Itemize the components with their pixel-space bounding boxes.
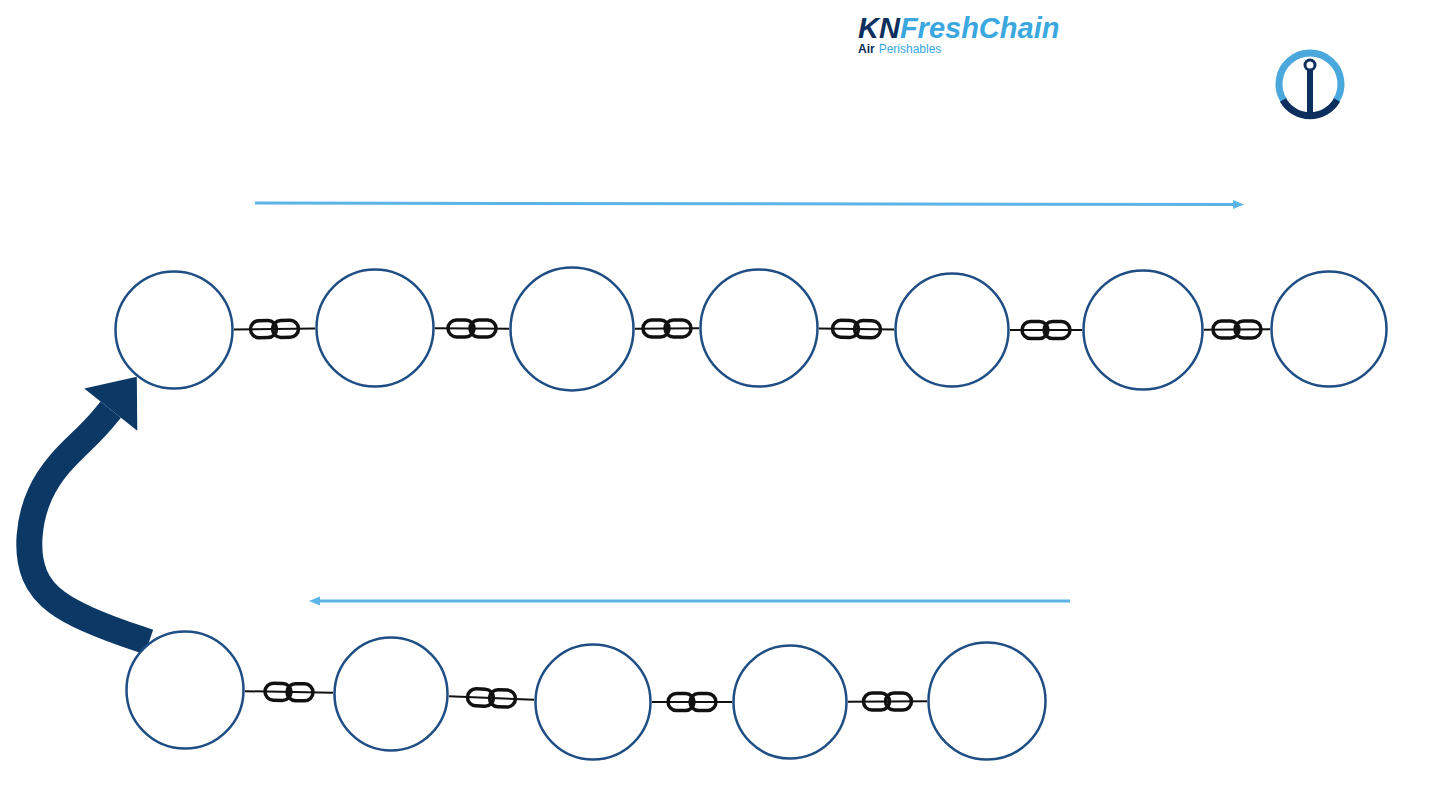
circle-outline bbox=[699, 268, 819, 388]
chain-ring bbox=[287, 683, 313, 701]
chain-ring bbox=[470, 320, 496, 337]
chain-icon bbox=[467, 689, 516, 708]
circle-shape bbox=[317, 270, 434, 387]
circle-shape bbox=[896, 274, 1009, 387]
connector-line bbox=[435, 327, 509, 329]
chain-circle bbox=[534, 643, 652, 761]
chain-ring bbox=[1235, 321, 1261, 338]
connector-line bbox=[652, 701, 732, 703]
chain-icon bbox=[1213, 321, 1261, 338]
connector-line bbox=[449, 696, 534, 699]
brand-name: FreshChain bbox=[900, 13, 1060, 45]
circle-shape bbox=[536, 645, 651, 760]
circle-shape bbox=[335, 638, 448, 751]
circle-shape bbox=[511, 268, 634, 391]
chain-ring bbox=[885, 693, 911, 710]
chain-link bbox=[652, 694, 732, 711]
chain-icon bbox=[1022, 322, 1070, 339]
circle-outline bbox=[534, 643, 652, 761]
chain-circle bbox=[509, 266, 635, 392]
chain-circle bbox=[1082, 269, 1204, 391]
brand-logo: KNFreshChainAirPerishables bbox=[858, 13, 1059, 56]
circle-outline bbox=[509, 266, 635, 392]
chain-link bbox=[635, 320, 699, 337]
chain-link bbox=[435, 320, 509, 337]
chain-link bbox=[234, 320, 315, 337]
chain-icon bbox=[643, 320, 691, 337]
brand-subtitle: Perishables bbox=[879, 43, 942, 56]
chain-link bbox=[819, 320, 894, 337]
chain-circle bbox=[894, 272, 1010, 388]
chain-ring bbox=[272, 320, 298, 337]
circle-outline bbox=[333, 636, 449, 752]
anchor-logo bbox=[1279, 53, 1341, 116]
chain-circle bbox=[114, 270, 234, 390]
chain-ring bbox=[1044, 322, 1070, 339]
chain-icon bbox=[832, 320, 880, 337]
circle-shape bbox=[1272, 272, 1387, 387]
logo-row: KNFreshChain bbox=[858, 13, 1059, 45]
connector-line bbox=[819, 328, 894, 331]
chain-icon bbox=[265, 683, 313, 701]
chain-icon bbox=[448, 320, 496, 337]
circle-outline bbox=[1082, 269, 1204, 391]
chain-circle bbox=[927, 641, 1047, 761]
chain-circle bbox=[732, 644, 848, 760]
circle-shape bbox=[116, 272, 233, 389]
arrow-head bbox=[84, 377, 137, 431]
circle-outline bbox=[1270, 270, 1388, 388]
logo-row: Air Perishables bbox=[858, 43, 1059, 56]
chain-circle bbox=[333, 636, 449, 752]
flow-arrow-top bbox=[255, 200, 1244, 209]
brand-subtitle: Air bbox=[858, 43, 875, 56]
chain-circle bbox=[315, 268, 435, 388]
chain-link bbox=[1010, 322, 1082, 339]
circle-shape bbox=[701, 270, 818, 387]
circle-outline bbox=[732, 644, 848, 760]
chain-icon bbox=[863, 693, 911, 710]
circle-outline bbox=[125, 630, 245, 750]
circle-outline bbox=[315, 268, 435, 388]
circle-outline bbox=[894, 272, 1010, 388]
chain-ring bbox=[690, 694, 716, 711]
brand-name: KN bbox=[858, 13, 900, 45]
circle-outline bbox=[927, 641, 1047, 761]
chain-icon bbox=[668, 694, 716, 711]
chain-ring bbox=[665, 320, 691, 337]
circle-shape bbox=[1084, 271, 1203, 390]
connector-line bbox=[245, 691, 333, 693]
circle-shape bbox=[734, 646, 847, 759]
chain-ring bbox=[854, 320, 880, 337]
chain-link bbox=[245, 683, 333, 701]
chain-link bbox=[1204, 321, 1270, 338]
flow-arrow-bottom bbox=[309, 597, 1070, 606]
connector-line bbox=[29, 410, 149, 642]
circle-shape bbox=[929, 643, 1046, 760]
chain-circle bbox=[699, 268, 819, 388]
chain-link bbox=[848, 693, 927, 710]
circle-shape bbox=[127, 632, 244, 749]
chain-ring bbox=[489, 689, 516, 707]
connector-line bbox=[848, 700, 927, 702]
chain-link bbox=[449, 689, 534, 708]
chain-circle bbox=[125, 630, 245, 750]
chain-icon bbox=[250, 320, 298, 337]
circle-outline bbox=[114, 270, 234, 390]
cycle-arrow bbox=[29, 377, 149, 642]
chain-circle bbox=[1270, 270, 1388, 388]
connector-line bbox=[234, 328, 315, 331]
